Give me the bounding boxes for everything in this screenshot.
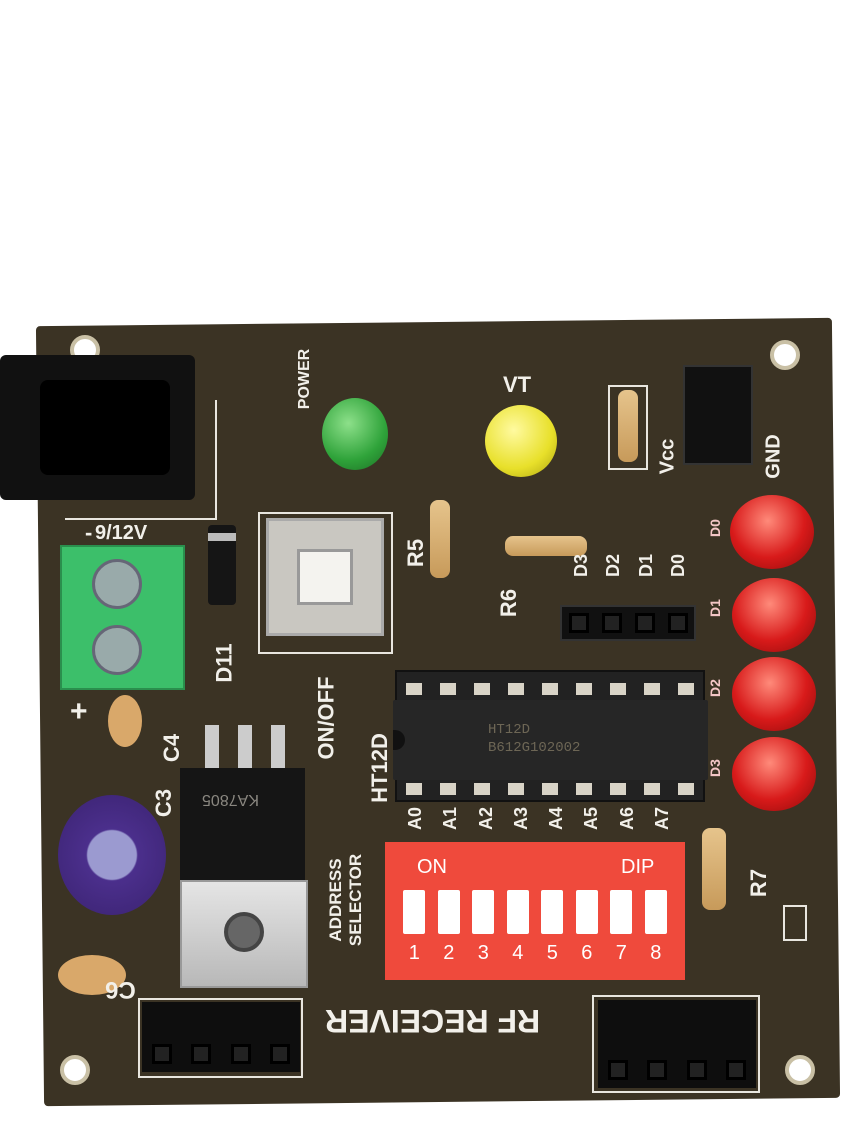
dip-number: 8 <box>650 942 662 964</box>
mounting-hole <box>785 1055 815 1085</box>
label-a4: A4 <box>546 806 567 831</box>
dip-toggle-6[interactable] <box>575 890 598 934</box>
on-off-switch[interactable] <box>266 518 384 636</box>
label-a0: A0 <box>405 806 426 831</box>
led-d0 <box>730 495 814 569</box>
dip-toggle-1[interactable] <box>403 890 426 934</box>
label-header-d0: D0 <box>668 553 689 578</box>
label-a7: A7 <box>651 806 672 831</box>
screw-terminal <box>60 545 185 690</box>
pad-outline <box>783 905 807 941</box>
dip-number: 7 <box>615 942 627 964</box>
label-ht12d: HT12D <box>366 733 392 803</box>
label-voltage: 9/12V <box>95 522 148 544</box>
led-d3 <box>732 737 816 811</box>
dip-switch: ON DIP 1 2 3 4 5 6 7 8 <box>385 842 685 980</box>
dip-toggle-8[interactable] <box>644 890 667 934</box>
dip-toggle-7[interactable] <box>610 890 633 934</box>
dip-toggle-5[interactable] <box>541 890 564 934</box>
label-c6: C6 <box>105 976 136 1003</box>
pin-header-2x4 <box>683 365 753 465</box>
dip-toggle-4[interactable] <box>506 890 529 934</box>
resistor-r7 <box>702 828 726 910</box>
dc-power-jack <box>0 355 195 500</box>
resistor-r6 <box>505 536 587 556</box>
regulator-heatsink-tab <box>180 880 308 988</box>
label-r6: R6 <box>496 588 522 618</box>
vt-led <box>485 405 557 477</box>
dip-brand-label: DIP <box>621 856 655 878</box>
regulator-name: KA7805 <box>202 791 259 808</box>
dip-number: 6 <box>581 942 593 964</box>
led-d1 <box>732 578 816 652</box>
dip-number: 5 <box>546 942 558 964</box>
dip-number: 2 <box>443 942 455 964</box>
label-vt: VT <box>503 372 532 397</box>
dip-toggle-3[interactable] <box>472 890 495 934</box>
label-c4: C4 <box>159 733 185 763</box>
capacitor-c3 <box>58 795 166 915</box>
label-d11: D11 <box>211 643 237 683</box>
resistor-outline <box>608 385 648 470</box>
ic-code: B612G102002 <box>488 740 581 756</box>
ic-ht12d: HT12D B612G102002 <box>393 700 708 780</box>
hole-icon <box>224 912 264 952</box>
header-labels: D3 D2 D1 D0 <box>565 553 695 578</box>
label-r5: R5 <box>403 538 429 568</box>
diode-d11 <box>208 525 236 605</box>
switch-outline <box>258 512 393 654</box>
label-led-d0: D0 <box>706 519 723 537</box>
female-header-left <box>142 1002 300 1072</box>
header-outline <box>592 995 760 1093</box>
label-onoff: ON/OFF <box>313 676 339 760</box>
resistor <box>618 390 638 462</box>
switch-button[interactable] <box>297 549 353 605</box>
regulator-ka7805: KA7805 <box>180 768 305 880</box>
label-header-d2: D2 <box>603 553 624 578</box>
label-vcc: Vcc <box>656 438 679 475</box>
label-gnd: GND <box>762 434 785 479</box>
label-a2: A2 <box>475 806 496 831</box>
power-led <box>322 398 388 470</box>
mounting-hole <box>770 340 800 370</box>
jack-outline <box>65 400 217 520</box>
led-d2 <box>732 657 816 731</box>
ic-pins-bottom <box>397 783 703 795</box>
board-title: RF RECEIVER <box>325 1003 541 1039</box>
capacitor-c4 <box>108 695 142 747</box>
label-led-d1: D1 <box>706 599 723 617</box>
dip-on-label: ON <box>417 856 447 878</box>
label-plus: + <box>70 695 88 728</box>
resistor-r5 <box>430 500 450 578</box>
label-minus: - <box>85 520 93 545</box>
dip-number: 1 <box>408 942 420 964</box>
female-header-right <box>598 1000 756 1088</box>
dip-number: 4 <box>512 942 524 964</box>
regulator-legs <box>205 725 285 775</box>
header-outline <box>138 998 303 1078</box>
label-c3: C3 <box>151 788 177 818</box>
label-led-d2: D2 <box>706 679 723 697</box>
capacitor-c6 <box>58 955 126 995</box>
label-led-d3: D3 <box>706 759 723 777</box>
label-a1: A1 <box>440 806 461 831</box>
label-header-d1: D1 <box>635 553 656 578</box>
screw-icon <box>92 559 142 609</box>
mounting-hole <box>60 1055 90 1085</box>
label-a3: A3 <box>510 806 531 831</box>
label-a6: A6 <box>616 806 637 831</box>
pin-header-1x4 <box>560 605 696 641</box>
label-power: POWER <box>296 348 314 410</box>
screw-icon <box>92 625 142 675</box>
label-r7: R7 <box>746 868 772 898</box>
dip-number: 3 <box>477 942 489 964</box>
dip-toggle-2[interactable] <box>437 890 460 934</box>
label-a5: A5 <box>581 806 602 831</box>
label-header-d3: D3 <box>570 553 591 578</box>
address-labels: A0 A1 A2 A3 A4 A5 A6 A7 <box>398 806 680 831</box>
ic-pins-top <box>397 683 703 695</box>
ic-name: HT12D <box>488 722 531 738</box>
